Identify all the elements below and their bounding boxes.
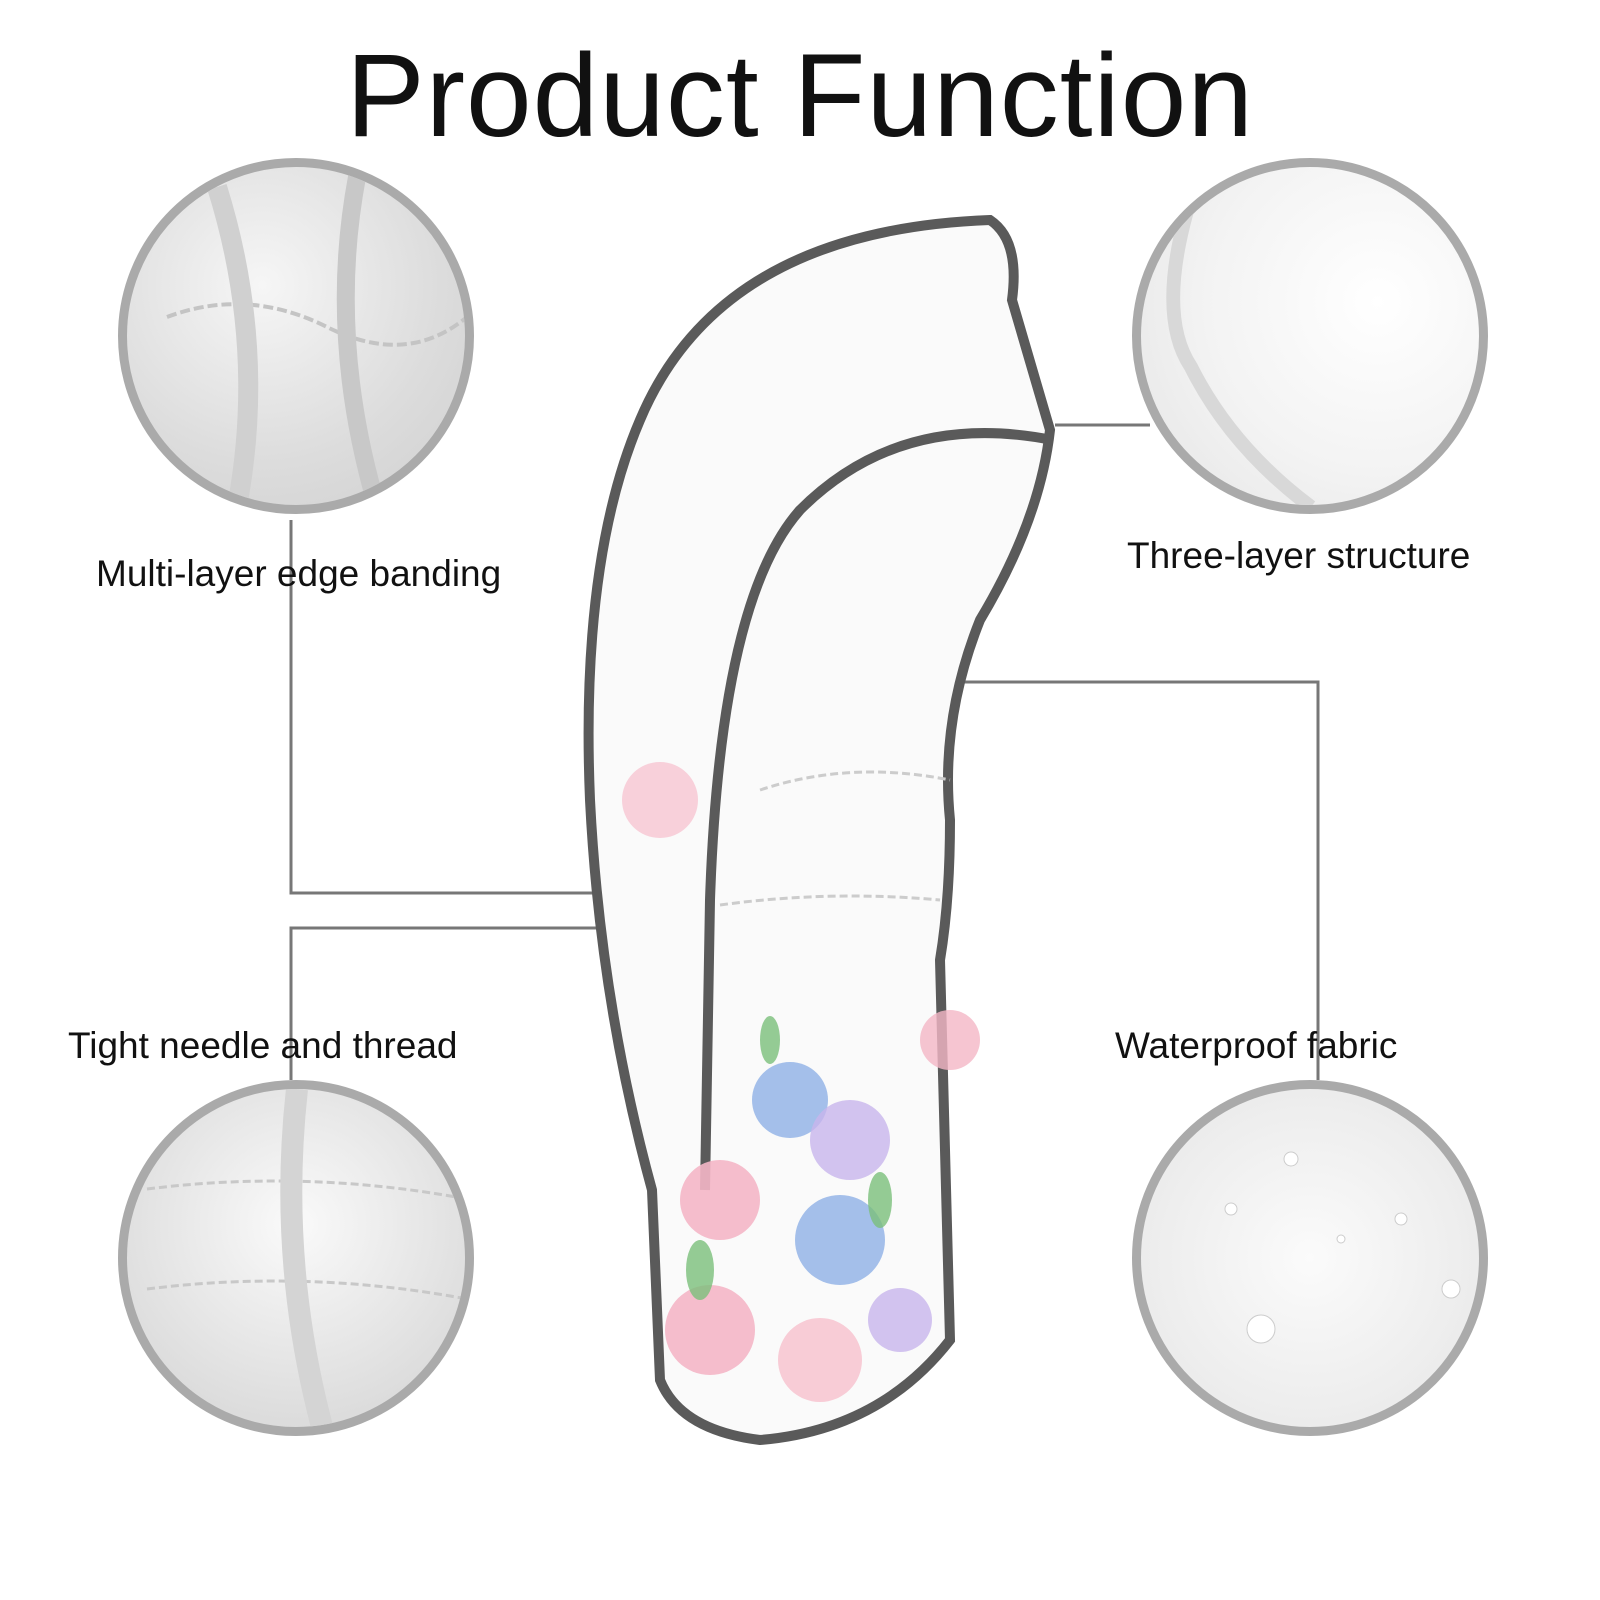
detail-circle-needle-thread bbox=[118, 1080, 474, 1436]
page-title: Product Function bbox=[345, 30, 1255, 162]
detail-circle-three-layer bbox=[1132, 158, 1488, 514]
leader-lines bbox=[289, 423, 1320, 1080]
feature-label-edge-banding: Multi-layer edge banding bbox=[96, 553, 502, 594]
headcover bbox=[583, 214, 1056, 1446]
feature-label-three-layer: Three-layer structure bbox=[1127, 535, 1471, 576]
feature-label-waterproof: Waterproof fabric bbox=[1115, 1025, 1398, 1066]
water-droplets bbox=[1224, 1151, 1461, 1344]
feature-label-needle-thread: Tight needle and thread bbox=[68, 1025, 458, 1066]
fabric-fold-texture bbox=[166, 175, 465, 505]
detail-circle-edge-banding bbox=[118, 158, 474, 514]
detail-circle-waterproof bbox=[1132, 1080, 1488, 1436]
layer-edge-texture bbox=[1166, 167, 1316, 505]
stitch-texture bbox=[146, 1089, 465, 1427]
